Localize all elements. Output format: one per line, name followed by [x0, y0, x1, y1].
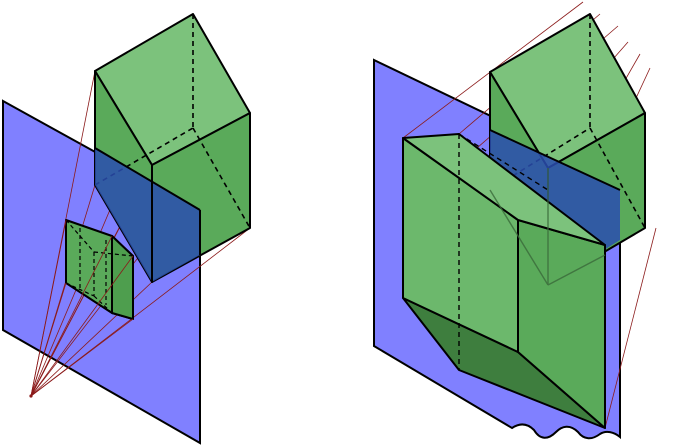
plane-overlap-left: [95, 148, 152, 282]
central-projection-panel: [2, 13, 251, 445]
shadow-prism: [402, 133, 606, 429]
projection-rays-front-left: [30, 219, 134, 397]
parallel-projection-panel: [373, 1, 657, 440]
shadow-prism-top: [402, 133, 606, 246]
eye-point: [29, 394, 33, 398]
plane-overlap-left-2: [152, 182, 200, 282]
